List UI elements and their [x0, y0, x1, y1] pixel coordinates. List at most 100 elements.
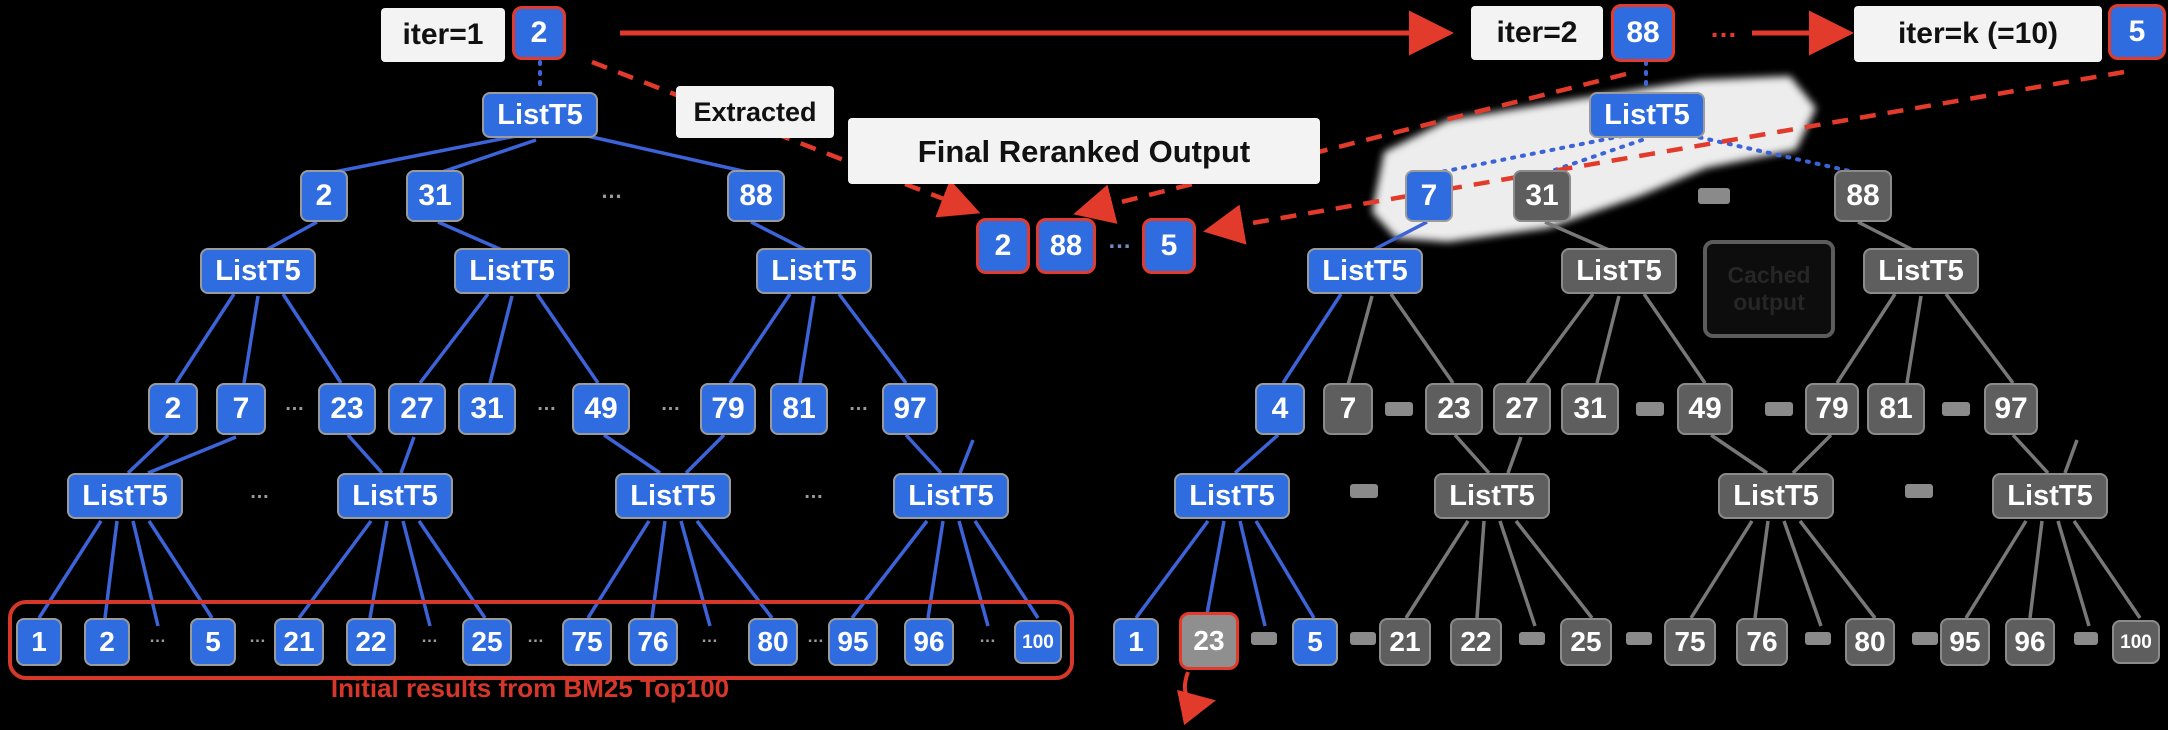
- gray-edge: [1389, 292, 1455, 385]
- gray-edge: [1544, 220, 1610, 252]
- left-l5-ellipsis-icon: …: [803, 481, 825, 503]
- red-dash-arrows-edge: [1203, 69, 2125, 245]
- left-root-listt5: ListT5: [482, 92, 598, 138]
- blue-edge: [174, 293, 236, 384]
- left-l4-doc: 2: [148, 383, 198, 435]
- gray-edge: [1498, 520, 1537, 627]
- blue-edge: [535, 293, 600, 384]
- blue-edge: [1254, 520, 1316, 619]
- cached-output-box-line: output: [1733, 289, 1805, 315]
- iter2-label: iter=2: [1471, 6, 1603, 60]
- blue-edge: [728, 293, 792, 384]
- right-l4-doc: 31: [1561, 383, 1619, 435]
- blue-edge: [573, 131, 748, 174]
- blue-edge: [242, 295, 260, 384]
- gray-edge: [1525, 292, 1595, 385]
- blue-edge: [603, 433, 661, 475]
- iterk-extracted-doc: 5: [2108, 4, 2166, 60]
- right-l4-doc: 81: [1867, 383, 1925, 435]
- blue-edge: [437, 220, 503, 252]
- right-l4-doc: 79: [1805, 383, 1859, 435]
- init-results-caption: Initial results from BM25 Top100: [330, 673, 730, 703]
- right-l3-listt5: ListT5: [1863, 248, 1979, 294]
- gray-edge: [1595, 295, 1621, 384]
- right-leaf-replaced-doc: 23: [1179, 612, 1239, 670]
- gray-edge: [1944, 292, 2015, 385]
- left-leaf-ellipsis-icon: …: [249, 626, 267, 646]
- left-leaf-doc: 80: [748, 618, 798, 666]
- gray-edge: [1689, 520, 1754, 619]
- blue-edge: [281, 293, 343, 384]
- left-leaf-doc: 96: [904, 618, 954, 666]
- blue-edge: [1205, 520, 1226, 615]
- right-leaf-doc: 76: [1736, 618, 1788, 666]
- left-l2-doc: 31: [406, 170, 464, 222]
- blue-edge: [1134, 519, 1210, 620]
- gray-edge: [2063, 439, 2079, 474]
- blue-edge: [265, 220, 318, 252]
- left-l3-listt5: ListT5: [454, 248, 570, 294]
- blue-dot-edge: [1678, 131, 1856, 174]
- left-l5-listt5: ListT5: [67, 473, 183, 519]
- left-leaf-doc: 100: [1014, 620, 1062, 664]
- left-l5-ellipsis-icon: …: [249, 481, 271, 503]
- right-l4-dash-icon: [1942, 402, 1970, 416]
- right-root-listt5: ListT5: [1589, 92, 1705, 138]
- red-dash-arrows-edge: [1073, 71, 1627, 224]
- right-l5-listt5: ListT5: [1718, 473, 1834, 519]
- gray-edge: [1798, 519, 1877, 620]
- right-leaf-doc: 95: [1940, 618, 1990, 666]
- left-leaf-ellipsis-icon: …: [979, 626, 997, 646]
- right-l4-doc: 23: [1425, 383, 1483, 435]
- right-l2-doc: 31: [1513, 170, 1571, 222]
- left-l4-ellipsis-icon: …: [284, 393, 306, 415]
- right-leaf-dash-icon: [1805, 632, 1831, 645]
- left-l3-listt5: ListT5: [756, 248, 872, 294]
- left-leaf-doc: 75: [562, 618, 612, 666]
- iter1-extracted-doc: 2: [512, 6, 566, 60]
- right-leaf-dash-icon: [1519, 632, 1545, 645]
- left-l4-doc: 27: [388, 383, 446, 435]
- right-leaf-dash-icon: [1251, 632, 1277, 645]
- blue-edge: [126, 433, 170, 475]
- blue-edge: [837, 292, 908, 385]
- left-l4-ellipsis-icon: …: [848, 393, 870, 415]
- left-l4-doc: 7: [216, 383, 266, 435]
- right-l4-doc: 97: [1984, 383, 2038, 435]
- blue-edge: [401, 520, 432, 627]
- right-leaf-dash-icon: [1350, 632, 1376, 645]
- blue-edge: [957, 520, 990, 627]
- right-l5-dash-icon: [1350, 484, 1378, 498]
- right-l3-listt5: ListT5: [1561, 248, 1677, 294]
- blue-edge: [346, 433, 384, 475]
- left-l2-doc: 2: [300, 170, 348, 222]
- blue-edge: [488, 295, 514, 384]
- blue-edge: [1238, 520, 1267, 627]
- left-l2-doc: 88: [727, 170, 785, 222]
- iter2-extracted-doc: 88: [1611, 4, 1675, 62]
- left-l5-listt5: ListT5: [893, 473, 1009, 519]
- left-leaf-doc: 1: [16, 618, 62, 666]
- right-leaf-doc: 100: [2112, 620, 2160, 664]
- gray-edge: [2011, 433, 2050, 475]
- blue-edge: [1281, 293, 1343, 384]
- blue-edge: [798, 295, 816, 384]
- blue-edge: [750, 220, 807, 252]
- extracted-label: Extracted: [676, 86, 834, 138]
- white-highlight-blob: [1372, 76, 1816, 242]
- final-output-doc: 2: [976, 218, 1030, 274]
- right-l5-listt5: ListT5: [1174, 473, 1290, 519]
- left-leaf-doc: 95: [828, 618, 878, 666]
- right-l3-listt5: ListT5: [1307, 248, 1423, 294]
- right-l2-doc: 88: [1834, 170, 1892, 222]
- left-l4-doc: 49: [572, 383, 630, 435]
- blue-edge: [684, 433, 726, 475]
- gray-edge: [2028, 520, 2044, 619]
- gray-edge: [2072, 520, 2142, 619]
- gray-edge: [1782, 520, 1823, 627]
- right-l4-dash-icon: [1385, 402, 1413, 416]
- blue-edge: [147, 435, 237, 475]
